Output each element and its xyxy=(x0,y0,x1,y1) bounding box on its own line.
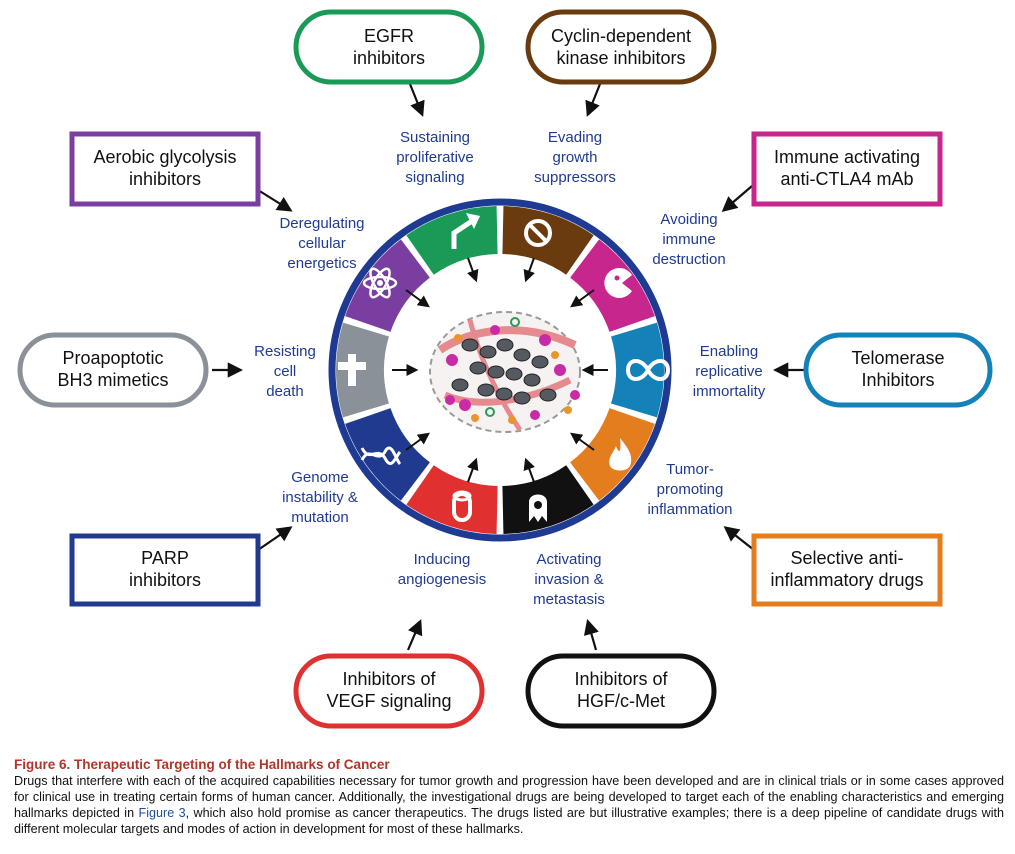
sustaining-line3: signaling xyxy=(405,169,464,186)
evading-line2: growth xyxy=(552,149,597,166)
vegf-line1: Inhibitors of xyxy=(342,669,436,689)
drug-arrows xyxy=(212,83,804,651)
hgf-box: Inhibitors of HGF/c-Met xyxy=(525,653,717,729)
tumor-illustration xyxy=(429,311,581,433)
proliferation-arrow-icon xyxy=(451,213,480,249)
sustaining-line1: Sustaining xyxy=(400,129,470,146)
blood-vessel-icon xyxy=(452,490,472,522)
resisting-line1: Resisting xyxy=(254,343,316,360)
cdk-line1: Cyclin-dependent xyxy=(551,26,691,46)
parp-line1: PARP xyxy=(141,548,189,568)
egfr-line1: EGFR xyxy=(364,26,414,46)
hallmarks-diagram: EGFR inhibitors Cyclin-dependent kinase … xyxy=(17,9,993,729)
antiinflammatory-line2: inflammatory drugs xyxy=(770,570,923,590)
telomerase-box: Telomerase Inhibitors xyxy=(803,332,993,408)
inner-arrows xyxy=(392,257,608,483)
egfr-line2: inhibitors xyxy=(353,48,425,68)
activating-line2: invasion & xyxy=(534,571,603,588)
figure-caption: Figure 6. Therapeutic Targeting of the H… xyxy=(14,757,1004,837)
genome-line3: mutation xyxy=(291,509,349,526)
glycolysis-line2: inhibitors xyxy=(129,169,201,189)
tumor-line2: promoting xyxy=(657,481,724,498)
tumor-line1: Tumor- xyxy=(666,461,714,478)
antiinflammatory-line1: Selective anti- xyxy=(790,548,903,568)
bh3-line1: Proapoptotic xyxy=(62,348,163,368)
invading-cell-icon xyxy=(529,494,547,522)
glycolysis-line1: Aerobic glycolysis xyxy=(93,147,236,167)
evading-line1: Evading xyxy=(548,129,602,146)
enabling-line2: replicative xyxy=(695,363,763,380)
genome-line2: instability & xyxy=(282,489,358,506)
caption-text-2: , which also hold promise as cancer ther… xyxy=(14,806,1005,836)
hgf-line2: HGF/c-Met xyxy=(577,691,665,711)
parp-line2: inhibitors xyxy=(129,570,201,590)
sustaining-line2: proliferative xyxy=(396,149,474,166)
antiinflammatory-box: Selective anti- inflammatory drugs xyxy=(751,533,943,607)
infinity-icon xyxy=(625,359,671,381)
flame-icon xyxy=(609,438,632,471)
egfr-box: EGFR inhibitors xyxy=(293,9,485,85)
atom-icon xyxy=(362,267,398,299)
ctla4-line2: anti-CTLA4 mAb xyxy=(780,169,913,189)
segment-inducing xyxy=(406,465,498,534)
resisting-line2: cell xyxy=(274,363,297,380)
evading-line3: suppressors xyxy=(534,169,616,186)
no-sign-icon xyxy=(524,219,552,247)
activating-line3: metastasis xyxy=(533,591,605,608)
caption-title: Figure 6. Therapeutic Targeting of the H… xyxy=(14,757,390,772)
tumor-line3: inflammation xyxy=(647,501,732,518)
ctla4-box: Immune activating anti-CTLA4 mAb xyxy=(751,131,943,207)
deregulating-line1: Deregulating xyxy=(279,215,364,232)
enabling-line3: immortality xyxy=(693,383,766,400)
caption-body: Drugs that interfere with each of the ac… xyxy=(14,773,1004,837)
telomerase-line1: Telomerase xyxy=(851,348,944,368)
inducing-line2: angiogenesis xyxy=(398,571,486,588)
resisting-line3: death xyxy=(266,383,304,400)
segment-genome xyxy=(345,408,430,501)
segment-activating xyxy=(502,465,594,534)
immune-cell-icon xyxy=(604,268,632,298)
cross-icon xyxy=(338,354,366,386)
bh3-line2: BH3 mimetics xyxy=(57,370,168,390)
caption-text-1: Drugs that interfere with each of the ac… xyxy=(14,774,1004,820)
ctla4-line1: Immune activating xyxy=(774,147,920,167)
genome-line1: Genome xyxy=(291,469,349,486)
parp-box: PARP inhibitors xyxy=(69,533,261,607)
inducing-line1: Inducing xyxy=(414,551,471,568)
avoiding-line2: immune xyxy=(662,231,715,248)
enabling-line1: Enabling xyxy=(700,343,758,360)
avoiding-line3: destruction xyxy=(652,251,725,268)
drug-boxes: EGFR inhibitors Cyclin-dependent kinase … xyxy=(17,9,993,729)
vegf-box: Inhibitors of VEGF signaling xyxy=(293,653,485,729)
cdk-box: Cyclin-dependent kinase inhibitors xyxy=(525,9,717,85)
figure-3-link[interactable]: Figure 3 xyxy=(138,806,186,820)
segment-icons xyxy=(338,213,671,522)
hgf-line1: Inhibitors of xyxy=(574,669,668,689)
vegf-line2: VEGF signaling xyxy=(326,691,451,711)
avoiding-line1: Avoiding xyxy=(660,211,717,228)
glycolysis-box: Aerobic glycolysis inhibitors xyxy=(69,131,261,207)
segment-enabling xyxy=(611,322,664,418)
bh3-box: Proapoptotic BH3 mimetics xyxy=(17,332,209,408)
hallmark-labels: Sustaining proliferative signaling Evadi… xyxy=(254,129,766,608)
cdk-line2: kinase inhibitors xyxy=(556,48,685,68)
activating-line1: Activating xyxy=(536,551,601,568)
deregulating-line3: energetics xyxy=(287,255,356,272)
telomerase-line2: Inhibitors xyxy=(861,370,934,390)
deregulating-line2: cellular xyxy=(298,235,346,252)
dna-icon xyxy=(360,446,402,466)
